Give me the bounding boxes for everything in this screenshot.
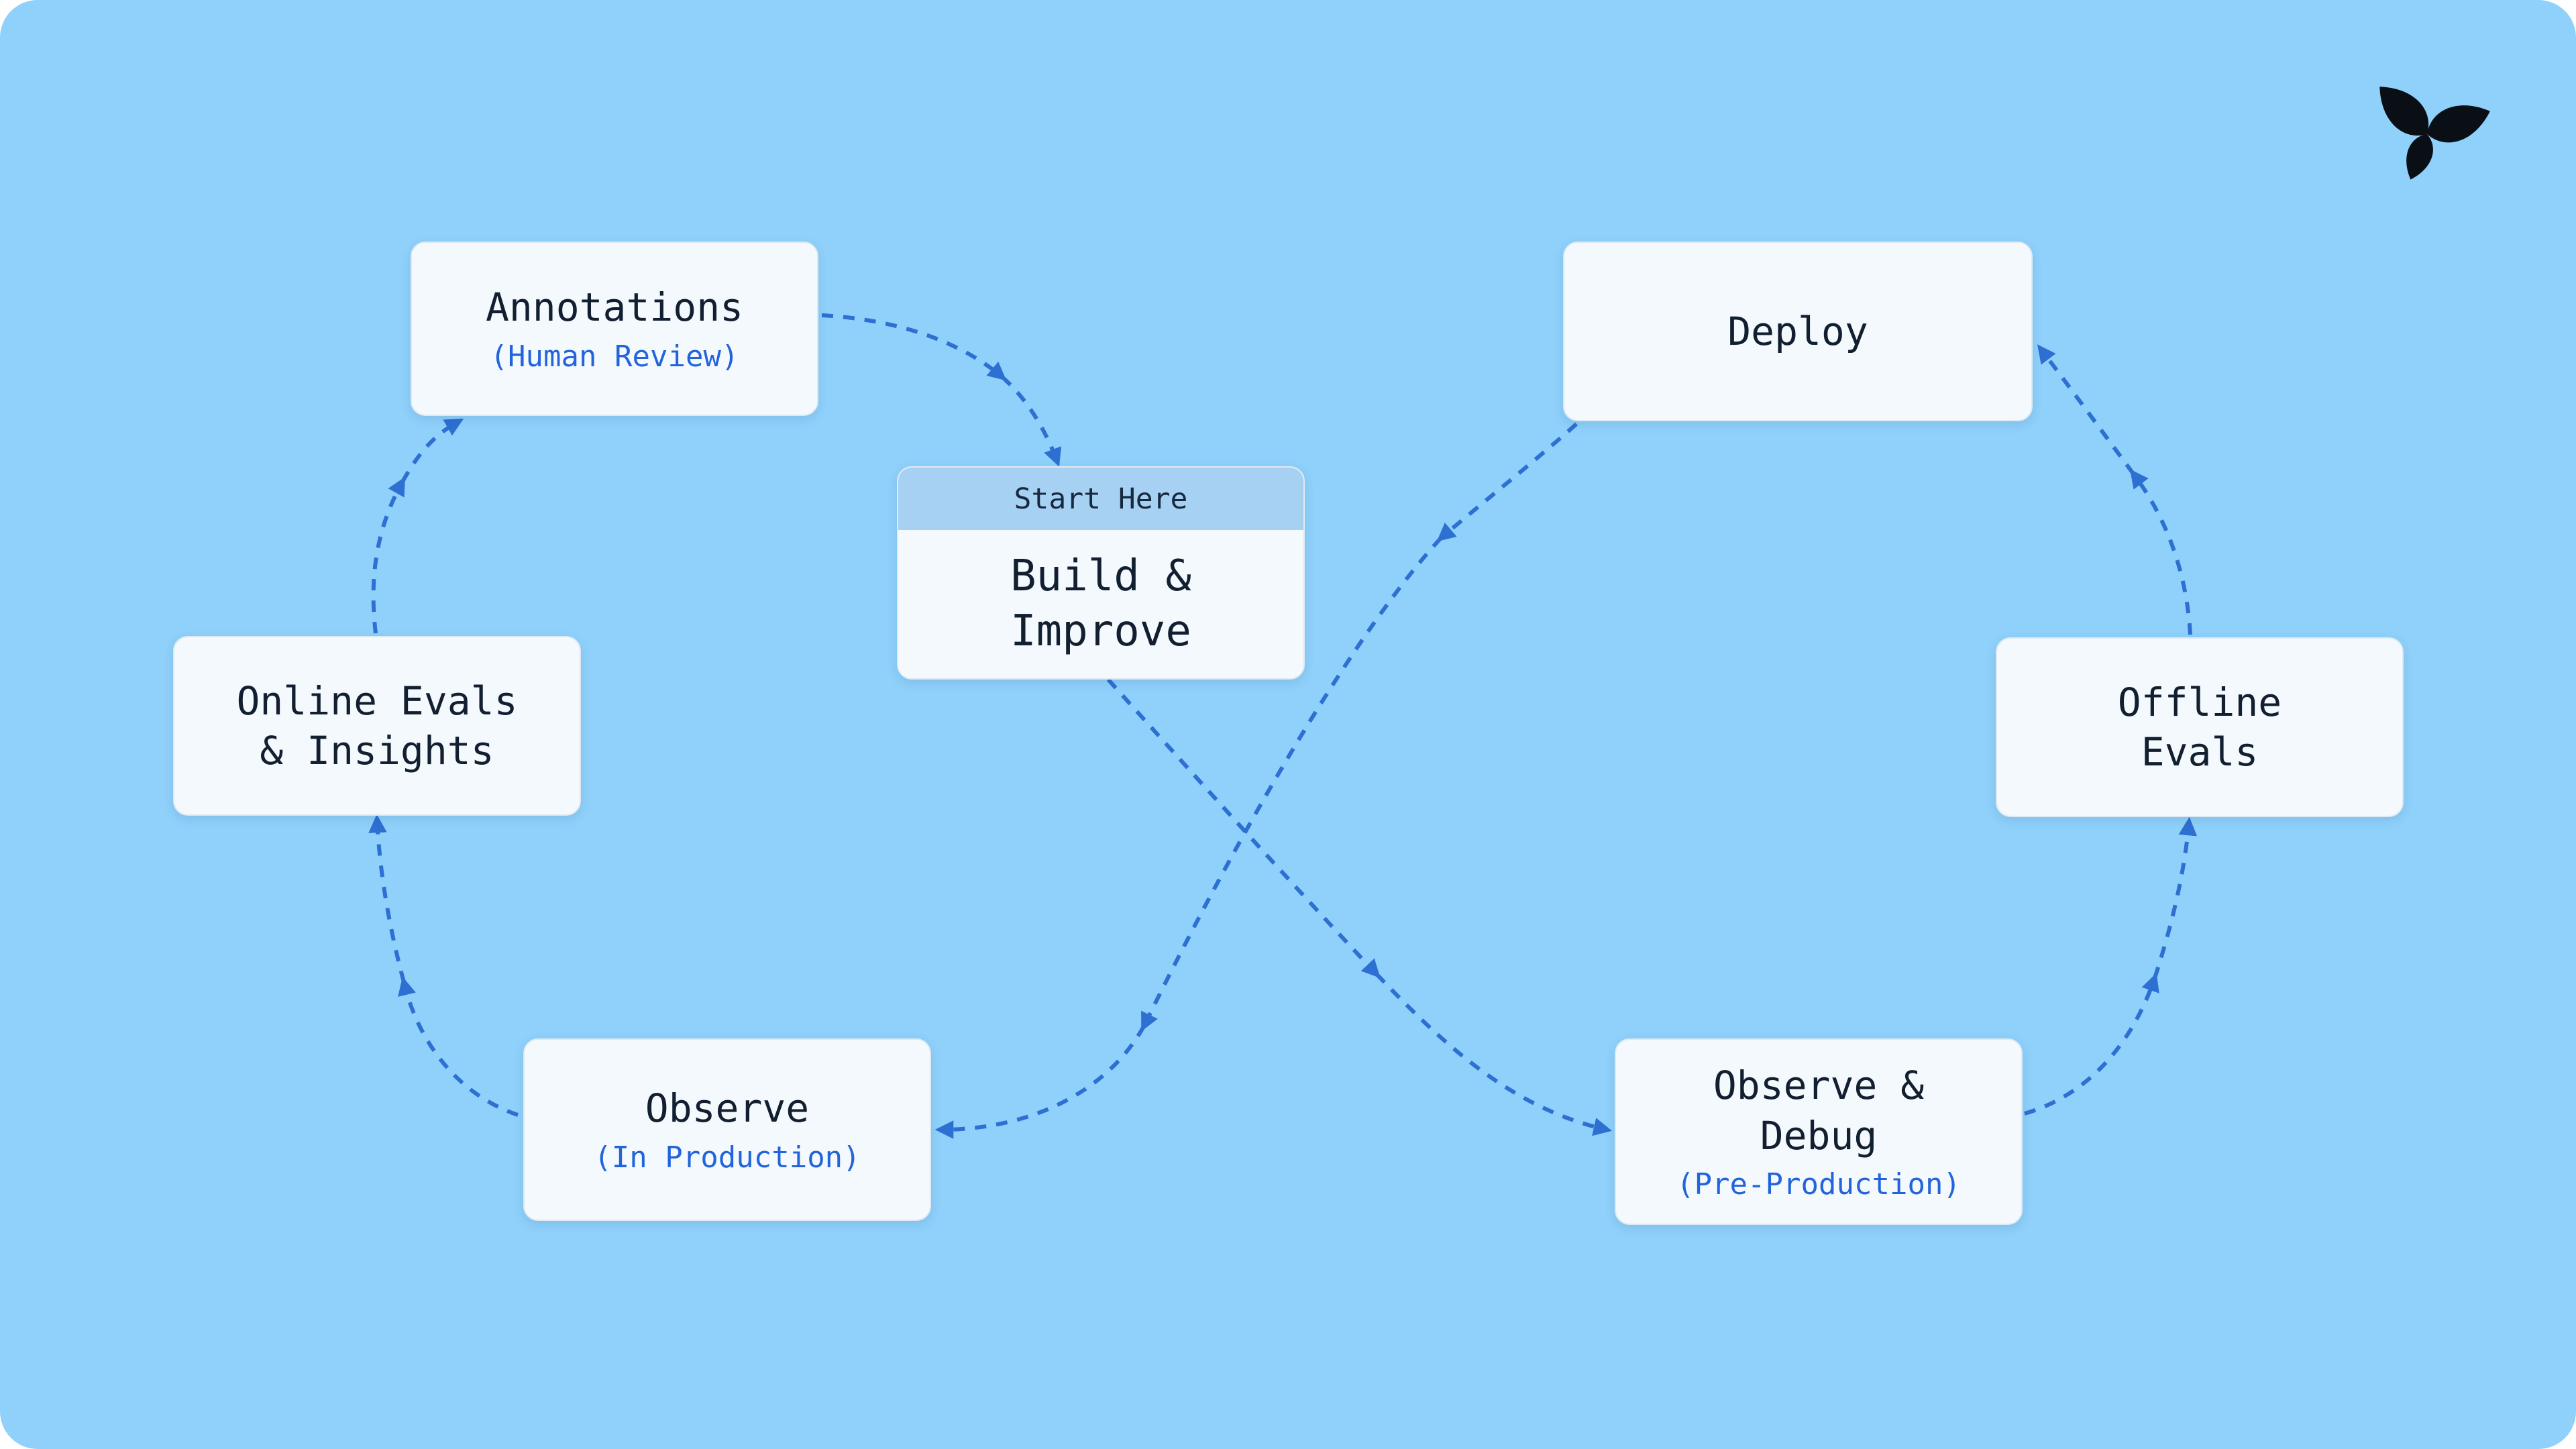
flow-arrow-segment — [2153, 816, 2198, 979]
node-deploy: Deploy — [1563, 241, 2033, 421]
flow-arrow-segment — [2130, 469, 2192, 635]
flow-arrow-segment — [400, 418, 464, 483]
logo-leaf-icon — [2379, 87, 2429, 136]
flow-arrow-segment — [1375, 972, 1613, 1136]
flow-arrow-segment — [1106, 678, 1381, 979]
flow-arrow-segment — [1141, 536, 1443, 1032]
node-title: Annotations — [485, 284, 744, 331]
node-subtitle: (Human Review) — [490, 339, 739, 374]
node-subtitle: (Pre-Production) — [1676, 1167, 1961, 1201]
start-here-badge: Start Here — [898, 468, 1303, 530]
flow-arrow-segment — [2037, 344, 2135, 475]
flow-arrow-segment — [368, 814, 406, 983]
flow-arrow-segment — [2024, 973, 2159, 1116]
node-title: Observe & Debug — [1713, 1063, 1925, 1159]
logo-leaf-icon — [2427, 105, 2490, 143]
flow-arrow-segment — [934, 1025, 1146, 1139]
logo-leaf-icon — [2406, 134, 2433, 180]
flow-arrow-segment — [371, 476, 406, 634]
node-body: Build & Improve — [898, 530, 1303, 678]
node-offline-evals: Offline Evals — [1996, 637, 2404, 817]
node-title: Offline Evals — [2117, 679, 2282, 775]
node-observe-in-production: Observe (In Production) — [523, 1038, 931, 1221]
node-annotations: Annotations (Human Review) — [411, 241, 818, 416]
node-title: Online Evals & Insights — [236, 678, 518, 773]
flow-arrow-segment — [398, 976, 519, 1117]
node-observe-debug-pre-production: Observe & Debug (Pre-Production) — [1615, 1038, 2023, 1225]
node-title: Build & Improve — [1010, 551, 1191, 656]
node-title: Deploy — [1727, 308, 1868, 354]
node-subtitle: (In Production) — [594, 1140, 861, 1175]
node-build-improve: Start Here Build & Improve — [897, 466, 1305, 680]
flow-arrow-segment — [1000, 375, 1062, 467]
flow-arrow-segment — [1436, 422, 1578, 542]
brand-logo — [2379, 87, 2490, 180]
node-title: Observe — [645, 1085, 810, 1132]
flow-arrow-segment — [821, 313, 1007, 381]
node-online-evals-insights: Online Evals & Insights — [173, 636, 581, 816]
